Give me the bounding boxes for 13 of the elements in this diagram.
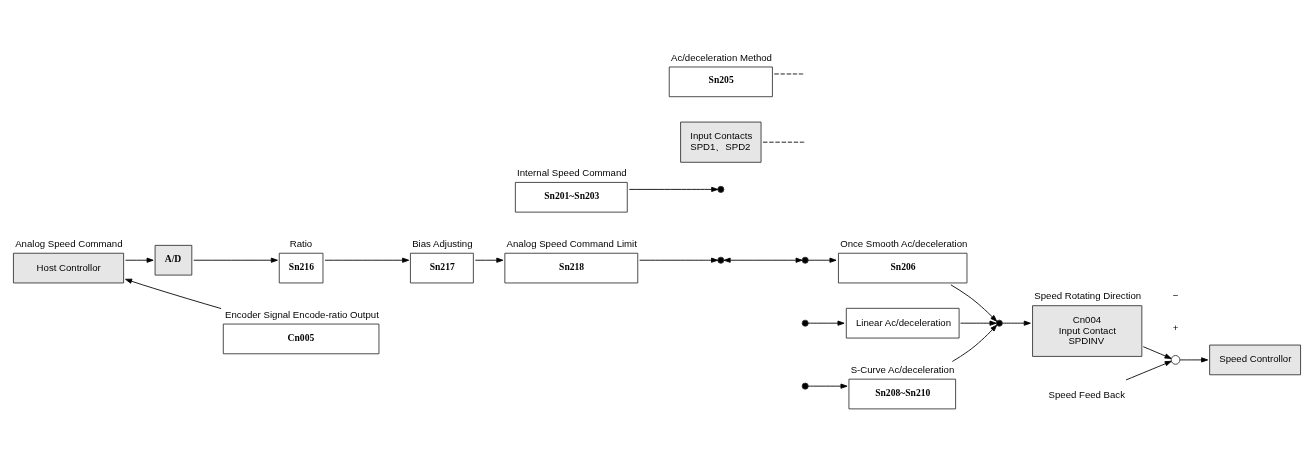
label: + bbox=[1172, 321, 1179, 333]
node-label: Encoder Signal Encode-ratio Output bbox=[225, 308, 379, 320]
node-label: Ac/deceleration Method bbox=[670, 51, 772, 63]
node-text: Speed Feed Back bbox=[1048, 389, 1125, 401]
node-label: Once Smooth Ac/deceleration bbox=[840, 237, 968, 249]
node-label: Internal Speed Command bbox=[517, 167, 627, 179]
label: − bbox=[1172, 289, 1179, 301]
node-label: Analog Speed Command Limit bbox=[506, 237, 637, 249]
node-label: Speed Rotating Direction bbox=[1034, 290, 1142, 302]
node-label: Analog Speed Command bbox=[15, 237, 123, 249]
node-label: Bias Adjusting bbox=[412, 237, 473, 249]
node-label: Ratio bbox=[289, 237, 313, 249]
node-label: S-Curve Ac/deceleration bbox=[850, 363, 955, 375]
